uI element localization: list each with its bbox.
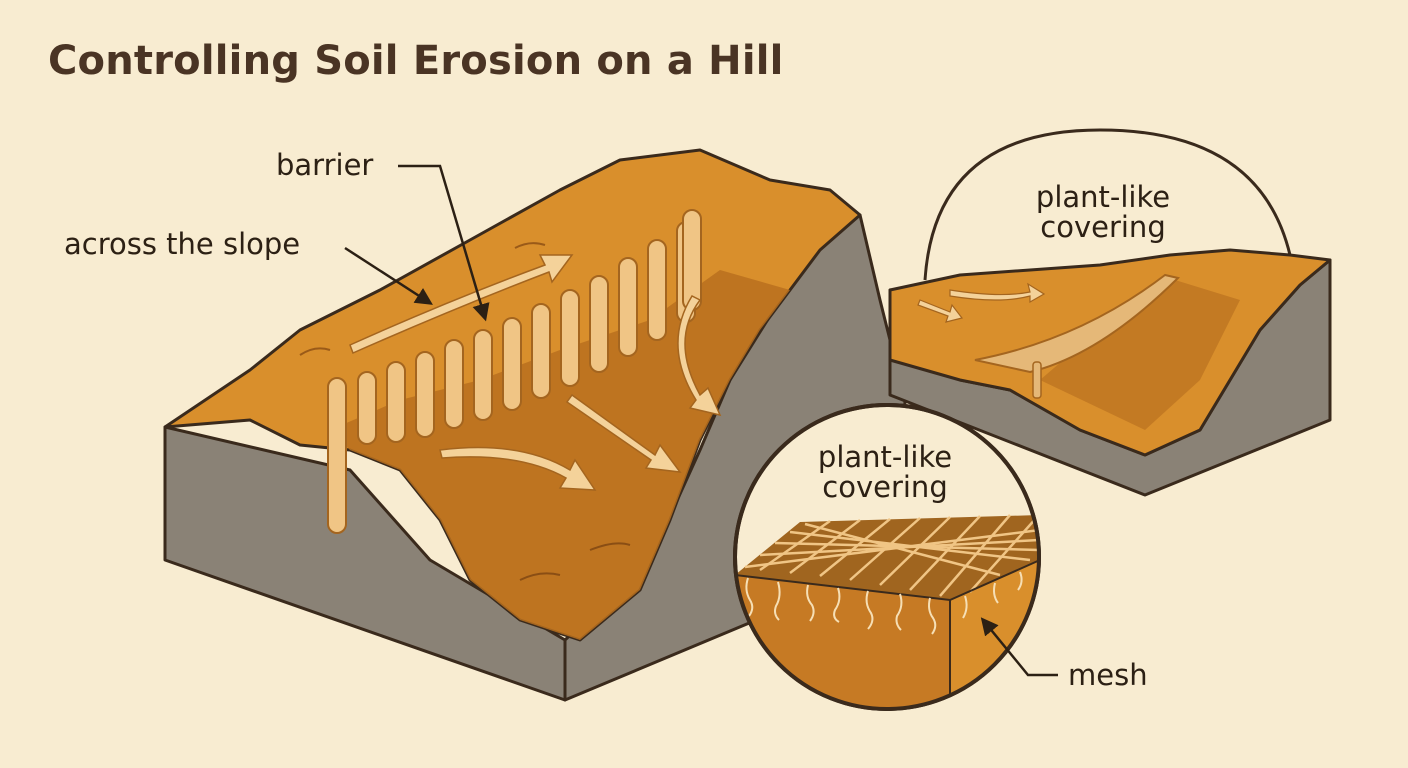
label-plant-circle-line1: plant-like — [817, 440, 953, 474]
label-plant-circle-line2: covering — [822, 470, 948, 505]
hill-soil-lower — [330, 270, 790, 640]
mesh-surface — [735, 515, 1039, 600]
diagram-title: Controlling Soil Erosion on a Hill — [48, 38, 784, 84]
flow-arrows — [349, 254, 722, 491]
arrow-down-1 — [439, 446, 597, 491]
across-slope-leader — [344, 246, 433, 305]
label-across-the-slope: across the slope — [64, 227, 301, 261]
arrow-across-slope — [349, 254, 574, 355]
barrier-stakes — [327, 209, 702, 534]
label-barrier: barrier — [276, 148, 374, 182]
right-arc — [923, 128, 1292, 281]
mesh-leader — [980, 617, 1058, 677]
mesh-roots — [745, 571, 1023, 635]
label-plant-top-line1: plant-like — [1035, 180, 1171, 214]
barrier-leader — [398, 164, 490, 322]
leader-lines — [344, 164, 1058, 677]
label-mesh: mesh — [1068, 658, 1148, 692]
covering-strip — [974, 273, 1180, 374]
label-plant-like-covering-top: plant-like covering — [1018, 182, 1188, 243]
right-block — [888, 128, 1332, 497]
arrow-down-2 — [565, 393, 682, 473]
arrow-curve — [677, 295, 722, 417]
label-plant-like-covering-circle: plant-like covering — [800, 442, 970, 503]
label-plant-top-line2: covering — [1040, 210, 1166, 245]
